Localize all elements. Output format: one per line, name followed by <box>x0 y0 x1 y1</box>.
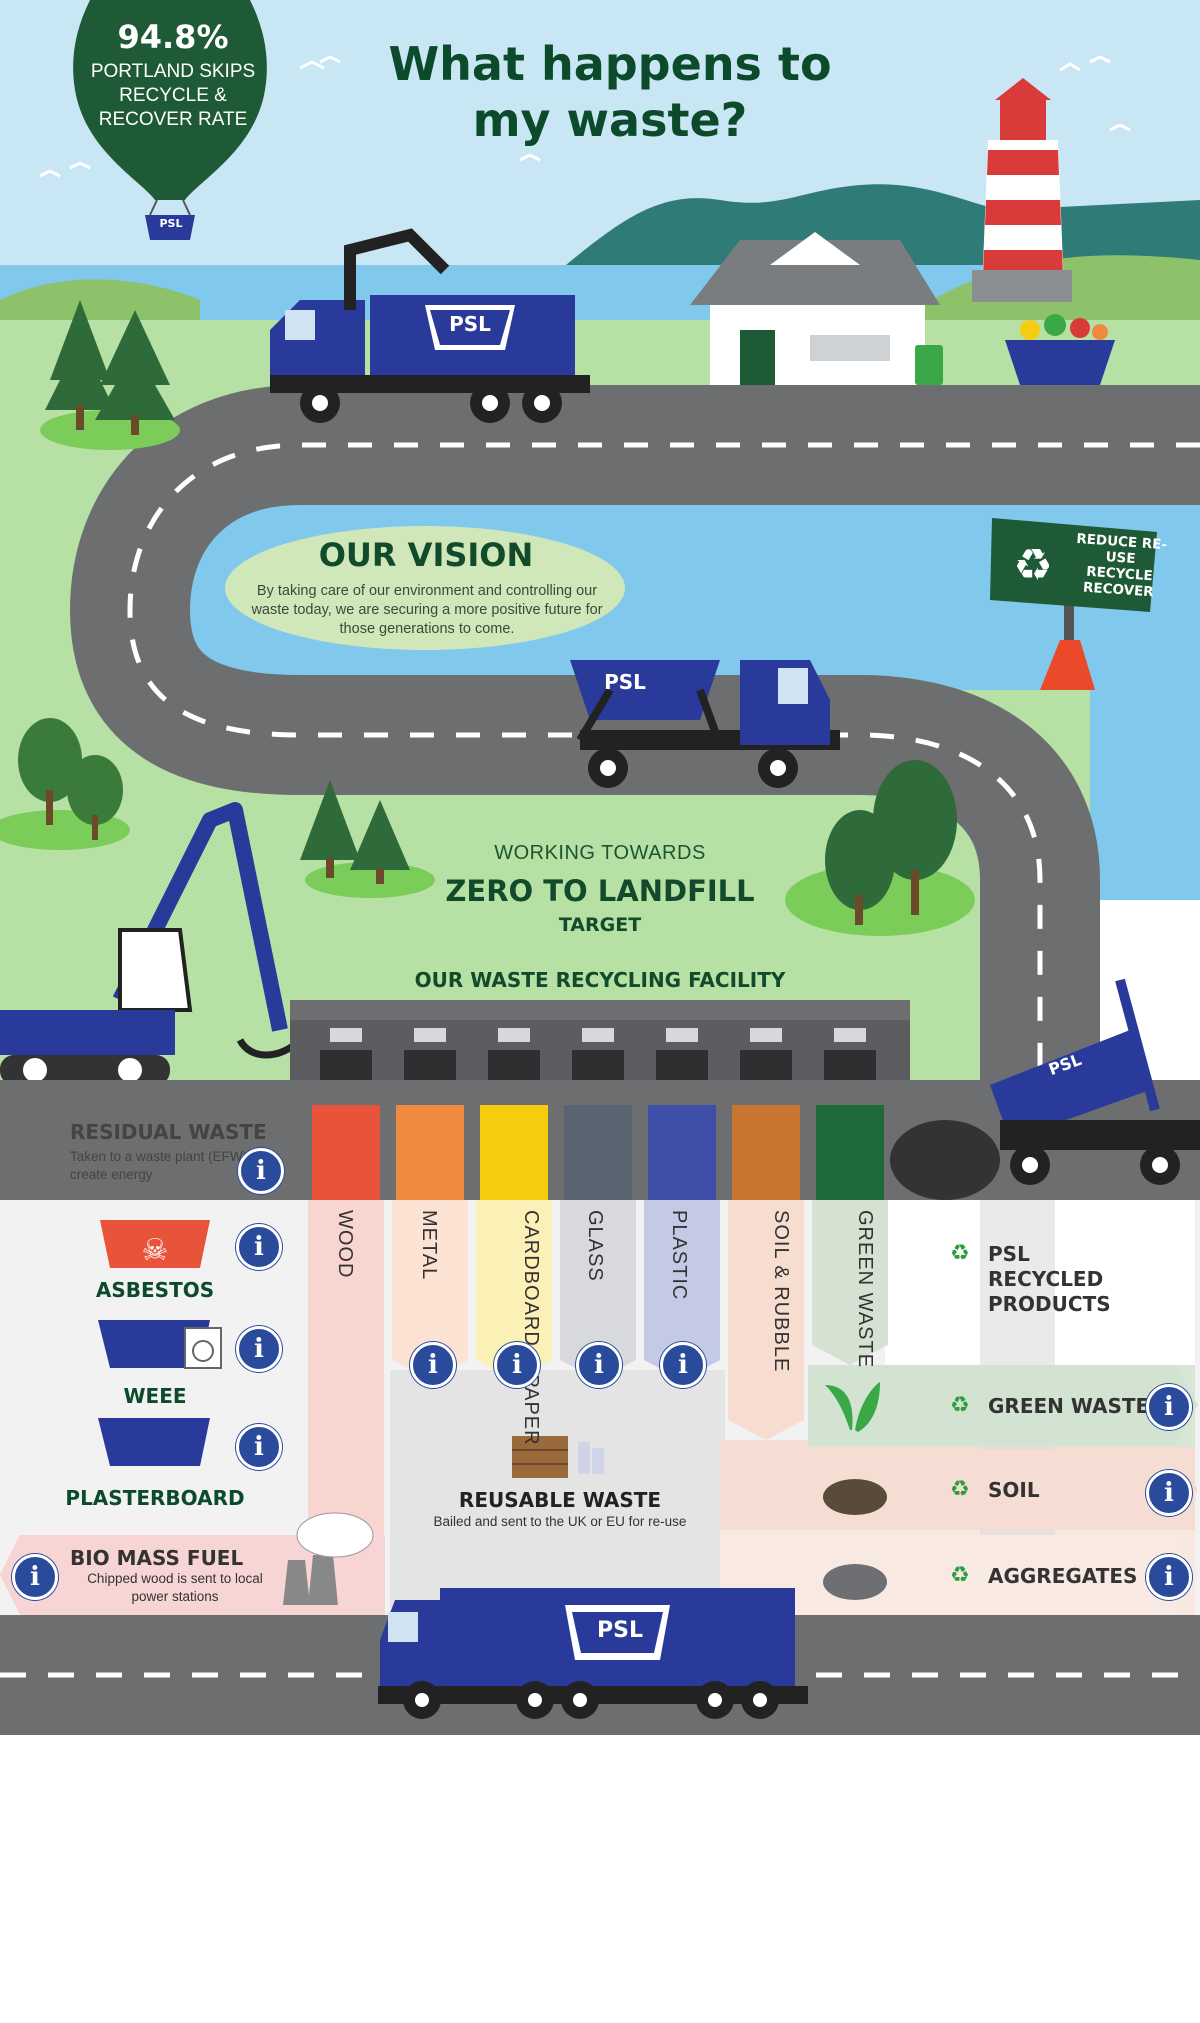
residual-info-button[interactable]: i <box>238 1148 284 1194</box>
metal-info-button[interactable]: i <box>410 1342 456 1388</box>
stream-bin-5 <box>732 1105 800 1200</box>
stream-bin-6 <box>816 1105 884 1200</box>
crane-truck <box>270 228 590 423</box>
recycle-mark-icon: ♻ <box>950 1392 970 1417</box>
stream-column-1 <box>392 1200 468 1380</box>
facility-window-5 <box>750 1028 782 1042</box>
stream-column-6 <box>812 1200 888 1365</box>
stream-bin-3 <box>564 1105 632 1200</box>
stream-label-cardboard: CARDBOARD & PAPER <box>520 1210 542 1446</box>
plasterboard-skip <box>98 1418 210 1466</box>
residual-heading: RESIDUAL WASTE <box>70 1120 267 1144</box>
hot-air-balloon <box>73 0 267 240</box>
stream-label-green: GREEN WASTE <box>854 1210 876 1369</box>
biomass-info-button[interactable]: i <box>12 1554 58 1600</box>
recycle-rate-label: PORTLAND SKIPS RECYCLE & RECOVER RATE <box>90 61 256 130</box>
soil-icon <box>823 1479 887 1515</box>
product-green-waste: GREEN WASTE <box>988 1394 1150 1418</box>
product-soil: SOIL <box>988 1478 1040 1502</box>
recycle-mark-icon: ♻ <box>950 1476 970 1501</box>
weee-label: WEEE <box>123 1384 187 1408</box>
cardboard-info-button[interactable]: i <box>494 1342 540 1388</box>
facility-title: OUR WASTE RECYCLING FACILITY <box>414 968 786 992</box>
sign-text: REDUCE RE-USE RECYCLE RECOVER <box>1075 530 1168 601</box>
recycle-mark-icon: ♻ <box>950 1562 970 1587</box>
product-aggregates: AGGREGATES <box>988 1564 1138 1588</box>
facility-window-3 <box>582 1028 614 1042</box>
excavator <box>0 802 303 1085</box>
reusable-heading: REUSABLE WASTE <box>458 1488 662 1512</box>
stream-column-4 <box>644 1200 720 1380</box>
biomass-text: Chipped wood is sent to local power stat… <box>87 1571 263 1604</box>
recycle-icon: ♻ <box>1013 540 1052 591</box>
residual-text: Taken to a waste plant (EFW) to create e… <box>70 1149 263 1182</box>
target-line-2: ZERO TO LANDFILL <box>445 874 755 908</box>
stream-bin-2 <box>480 1105 548 1200</box>
facility-window-6 <box>834 1028 866 1042</box>
stream-columns <box>308 1105 888 1600</box>
glass-info-button[interactable]: i <box>576 1342 622 1388</box>
stream-label-plastic: PLASTIC <box>668 1210 690 1301</box>
stream-label-soil: SOIL & RUBBLE <box>770 1210 792 1373</box>
facility-window-2 <box>498 1028 530 1042</box>
tipper-truck <box>890 978 1200 1200</box>
reusable-text: Bailed and sent to the UK or EU for re-u… <box>433 1514 687 1529</box>
weee-skip <box>98 1320 222 1369</box>
green-waste-info-button[interactable]: i <box>1146 1384 1192 1430</box>
plasterboard-label: PLASTERBOARD <box>65 1486 245 1510</box>
asbestos-info-button[interactable]: i <box>236 1224 282 1270</box>
bale-icon <box>512 1436 604 1478</box>
plasterboard-info-button[interactable]: i <box>236 1424 282 1470</box>
stream-label-metal: METAL <box>418 1210 440 1281</box>
plastic-info-button[interactable]: i <box>660 1342 706 1388</box>
weee-info-button[interactable]: i <box>236 1326 282 1372</box>
recycle-mark-icon: ♻ <box>950 1240 970 1265</box>
skull-icon: ☠ <box>142 1233 169 1268</box>
balloon-logo: PSL <box>159 217 183 230</box>
skip-loader-truck <box>570 660 840 788</box>
recycle-rate: 94.8% PORTLAND SKIPS RECYCLE & RECOVER R… <box>78 18 268 132</box>
page-title: What happens to my waste? <box>388 37 832 147</box>
stream-label-glass: GLASS <box>584 1210 606 1282</box>
products-heading: PSL RECYCLED PRODUCTS <box>988 1242 1111 1316</box>
trees-left-mid <box>0 718 975 936</box>
house <box>690 232 943 385</box>
stream-column-3 <box>560 1200 636 1380</box>
lighthouse <box>972 78 1072 302</box>
recycle-sign: ♻ <box>990 518 1157 690</box>
truck-logo-top: PSL <box>449 312 491 336</box>
vision-heading: OUR VISION <box>318 536 534 574</box>
stones-icon <box>823 1564 887 1600</box>
power-station <box>283 1512 374 1605</box>
truck-logo-bottom: PSL <box>597 1618 643 1643</box>
facility-window-1 <box>414 1028 446 1042</box>
trees-top-left <box>40 300 180 450</box>
birds <box>39 55 1131 178</box>
lorry-bottom <box>378 1588 808 1719</box>
stream-bin-4 <box>648 1105 716 1200</box>
stream-label-wood: WOOD <box>334 1210 356 1279</box>
asbestos-label: ASBESTOS <box>95 1278 215 1302</box>
target-line-1: WORKING TOWARDS <box>494 842 706 864</box>
stream-column-5 <box>728 1200 804 1440</box>
soil-info-button[interactable]: i <box>1146 1470 1192 1516</box>
target-line-3: TARGET <box>558 914 642 936</box>
aggregates-info-button[interactable]: i <box>1146 1554 1192 1600</box>
stream-column-2 <box>476 1200 552 1380</box>
stream-column-0 <box>308 1200 384 1600</box>
asbestos-skip: ☠ <box>100 1220 210 1268</box>
truck-logo-mid: PSL <box>604 670 646 694</box>
facility-window-0 <box>330 1028 362 1042</box>
facility-window-4 <box>666 1028 698 1042</box>
biomass-heading: BIO MASS FUEL <box>70 1546 244 1570</box>
vision-text: By taking care of our environment and co… <box>251 583 603 637</box>
recycle-skip <box>1005 314 1115 385</box>
stream-bin-1 <box>396 1105 464 1200</box>
stream-bin-0 <box>312 1105 380 1200</box>
leaf-icon <box>825 1382 880 1432</box>
recycle-rate-percent: 94.8% <box>117 18 229 56</box>
